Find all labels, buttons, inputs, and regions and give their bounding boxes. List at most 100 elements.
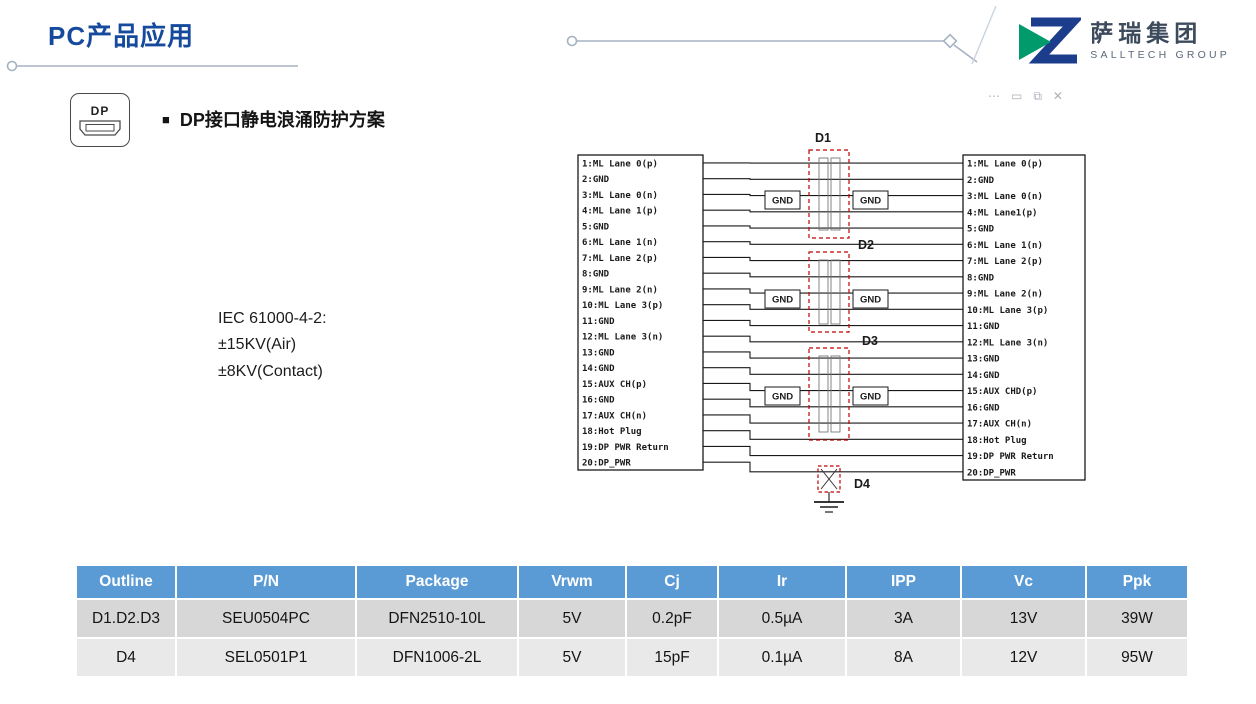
table-cell: D1.D2.D3 bbox=[75, 598, 177, 639]
net-line bbox=[703, 351, 963, 359]
pin-label-left: 16:GND bbox=[582, 396, 615, 406]
pin-label-right: 15:AUX CHD(p) bbox=[967, 387, 1037, 397]
bullet-icon: ■ bbox=[162, 111, 170, 127]
iec-line: ±8KV(Contact) bbox=[218, 362, 323, 380]
tvs-cell bbox=[830, 157, 841, 231]
pin-label-right: 12:ML Lane 3(n) bbox=[967, 338, 1048, 348]
net-line bbox=[703, 209, 963, 213]
tvs-cell bbox=[818, 259, 829, 325]
tvs-array-outline bbox=[808, 347, 850, 441]
circuit-diagram: 1:ML Lane 0(p) 2:GND 3:ML Lane 0(n) 4:ML La… bbox=[562, 108, 1102, 560]
pin-label-left: 14:GND bbox=[582, 364, 615, 374]
column-header: Vrwm bbox=[517, 564, 627, 600]
pin-label-left: 4:ML Lane 1(p) bbox=[582, 207, 658, 217]
net-line bbox=[703, 256, 963, 262]
net-line bbox=[703, 430, 963, 440]
net-line bbox=[703, 398, 963, 408]
net-line bbox=[703, 178, 963, 180]
pin-label-right: 17:AUX CH(n) bbox=[967, 420, 1032, 430]
pin-label-right: 11:GND bbox=[967, 322, 1000, 332]
table-cell: 95W bbox=[1085, 637, 1189, 678]
net-line bbox=[703, 225, 963, 229]
company-logo: 萨瑞集团 SALLTECH GROUP bbox=[1017, 14, 1230, 68]
net-line bbox=[703, 319, 963, 327]
tvs-array-outline bbox=[808, 149, 850, 239]
right-connector-box bbox=[962, 154, 1086, 481]
pin-label-left: 8:GND bbox=[582, 270, 610, 280]
table-cell: 5V bbox=[517, 598, 627, 639]
tvs-array-outline bbox=[808, 251, 850, 333]
net-line bbox=[703, 241, 963, 245]
column-header: IPP bbox=[845, 564, 962, 600]
gnd-label: GND bbox=[772, 295, 793, 306]
pin-label-right: 19:DP PWR Return bbox=[967, 452, 1054, 462]
gnd-label: GND bbox=[860, 196, 881, 207]
overlap-icon[interactable]: ⧉ bbox=[1033, 89, 1042, 103]
table-cell: D4 bbox=[75, 637, 177, 678]
decor-diagonal bbox=[953, 44, 978, 63]
table-cell: 0.2pF bbox=[625, 598, 719, 639]
table-cell: DFN2510-10L bbox=[355, 598, 519, 639]
column-header: Vc bbox=[960, 564, 1087, 600]
gnd-label: GND bbox=[860, 392, 881, 403]
gnd-label: GND bbox=[772, 392, 793, 403]
pin-label-left: 17:AUX CH(n) bbox=[582, 411, 647, 421]
pin-label-left: 6:ML Lane 1(n) bbox=[582, 238, 658, 248]
left-connector-box bbox=[577, 154, 704, 471]
table-cell: 12V bbox=[960, 637, 1087, 678]
gnd-label: GND bbox=[772, 196, 793, 207]
tvs-cell bbox=[830, 259, 841, 325]
pin-label-right: 2:GND bbox=[967, 176, 995, 186]
gnd-box bbox=[764, 190, 801, 210]
logo-company-name-en: SALLTECH GROUP bbox=[1090, 49, 1230, 62]
table-cell: 39W bbox=[1085, 598, 1189, 639]
tvs-diode-glyph bbox=[820, 468, 838, 490]
pin-label-right: 3:ML Lane 0(n) bbox=[967, 192, 1043, 202]
net-line bbox=[703, 461, 963, 473]
section-title: ■ DP接口静电浪涌防护方案 bbox=[162, 106, 385, 132]
more-icon[interactable]: ⋯ bbox=[988, 89, 1000, 103]
gnd-box bbox=[852, 289, 889, 309]
column-header: P/N bbox=[175, 564, 357, 600]
gnd-label: GND bbox=[860, 295, 881, 306]
logo-mark-icon bbox=[1019, 17, 1082, 64]
pin-label-right: 5:GND bbox=[967, 225, 995, 235]
close-icon[interactable]: ✕ bbox=[1052, 89, 1063, 103]
device-label: D4 bbox=[854, 477, 870, 491]
pin-label-left: 10:ML Lane 3(p) bbox=[582, 301, 663, 311]
iec-spec: IEC 61000-4-2: ±15KV(Air) ±8KV(Contact) bbox=[218, 306, 327, 385]
table-cell: 0.1µA bbox=[717, 637, 847, 678]
decor-node-diamond bbox=[942, 33, 958, 49]
gnd-box bbox=[852, 386, 889, 406]
pin-label-right: 16:GND bbox=[967, 403, 1000, 413]
tvs-cell bbox=[830, 355, 841, 433]
pin-label-left: 18:Hot Plug bbox=[582, 427, 642, 437]
pin-label-right: 14:GND bbox=[967, 371, 1000, 381]
gnd-box bbox=[764, 289, 801, 309]
table-cell: 0.5µA bbox=[717, 598, 847, 639]
pin-label-right: 1:ML Lane 0(p) bbox=[967, 160, 1043, 170]
pin-label-right: 7:ML Lane 2(p) bbox=[967, 257, 1043, 267]
tvs-cell bbox=[818, 157, 829, 231]
pin-label-right: 13:GND bbox=[967, 355, 1000, 365]
column-header: Outline bbox=[75, 564, 177, 600]
pin-label-left: 20:DP_PWR bbox=[582, 459, 631, 469]
pin-label-right: 8:GND bbox=[967, 273, 995, 283]
pin-label-left: 7:ML Lane 2(p) bbox=[582, 254, 658, 264]
table-cell: SEU0504PC bbox=[175, 598, 357, 639]
net-line bbox=[703, 367, 963, 375]
pin-label-left: 3:ML Lane 0(n) bbox=[582, 191, 658, 201]
pin-label-right: 9:ML Lane 2(n) bbox=[967, 290, 1043, 300]
device-label: D3 bbox=[862, 334, 878, 348]
window-icon[interactable]: ▭ bbox=[1011, 89, 1023, 103]
net-line bbox=[703, 335, 963, 343]
gnd-box bbox=[852, 190, 889, 210]
tvs-cell bbox=[818, 355, 829, 433]
pin-label-right: 10:ML Lane 3(p) bbox=[967, 306, 1048, 316]
logo-company-name: 萨瑞集团 bbox=[1090, 19, 1203, 46]
net-line bbox=[703, 272, 963, 278]
pin-label-left: 5:GND bbox=[582, 222, 610, 232]
iec-line: ±15KV(Air) bbox=[218, 336, 297, 354]
